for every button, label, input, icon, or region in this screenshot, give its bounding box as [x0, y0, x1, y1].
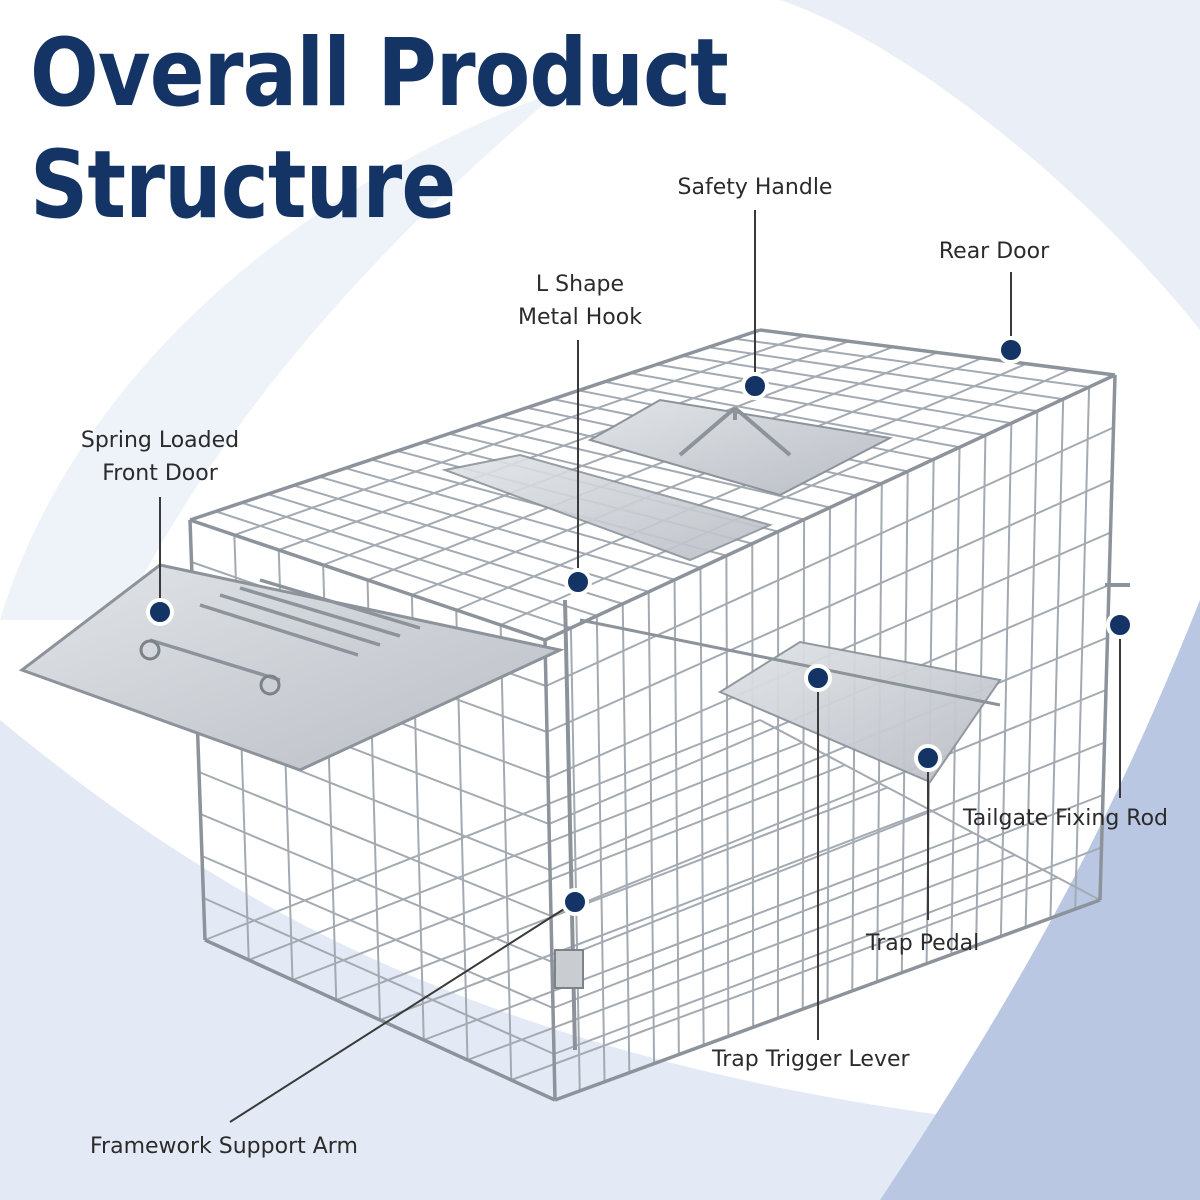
frame-edge	[189, 328, 761, 522]
floor-wire	[379, 809, 931, 1021]
front-face-wire	[201, 855, 554, 1009]
door-spring-right	[259, 674, 281, 696]
side-face-wire	[550, 689, 1107, 917]
dot-marker-icon	[564, 568, 592, 596]
side-face-wire	[549, 636, 1108, 871]
label-trap-pedal: Trap Pedal	[866, 931, 980, 956]
side-face-wire	[553, 846, 1102, 1055]
dot-marker-icon	[561, 888, 589, 916]
side-face-wire	[552, 794, 1104, 1009]
safety-handle-plate	[587, 398, 894, 497]
frame-edge	[204, 938, 556, 1102]
top-guard-plate	[441, 453, 773, 562]
dot-marker-icon	[804, 664, 832, 692]
label-l-shape-hook-line-2: Metal Hook	[518, 305, 642, 330]
label-support-arm: Framework Support Arm	[90, 1134, 358, 1159]
dot-marker-icon	[1106, 611, 1134, 639]
dot-marker-icon	[146, 598, 174, 626]
frame-edge	[544, 373, 1116, 642]
top-face-wire	[500, 368, 1072, 626]
frame-edge	[1098, 374, 1117, 901]
frame-edge	[554, 898, 1101, 1102]
front-door-rods	[149, 578, 421, 682]
top-face-wire	[455, 362, 1027, 611]
label-front-door: Spring Loaded Front Door	[81, 424, 239, 490]
side-face-wire	[545, 426, 1114, 687]
label-l-shape-hook: L Shape Metal Hook	[518, 268, 642, 334]
callout-markers	[146, 336, 1134, 916]
trap-pedal-plate	[717, 640, 1002, 784]
floor-wire	[204, 719, 761, 941]
label-safety-handle: Safety Handle	[677, 175, 833, 200]
label-rear-door: Rear Door	[938, 239, 1050, 264]
label-tailgate-rod: Tailgate Fixing Rod	[963, 806, 1169, 831]
page-title: Overall Product Structure	[30, 18, 729, 242]
label-trigger-lever: Trap Trigger Lever	[712, 1047, 910, 1072]
top-face-wire	[322, 345, 894, 566]
front-face-wire	[200, 813, 553, 963]
label-l-shape-hook-line-1: L Shape	[535, 272, 625, 297]
label-front-door-line-2: Front Door	[102, 461, 218, 486]
floor-wire	[292, 764, 846, 981]
side-face-wire	[551, 741, 1105, 963]
dot-marker-icon	[997, 336, 1025, 364]
frame-edge	[759, 328, 1116, 377]
front-face-wire	[198, 771, 552, 917]
top-face-wire	[411, 357, 983, 596]
floor-wire	[510, 876, 1058, 1081]
floor-wire	[248, 741, 803, 961]
floor-wire	[335, 786, 888, 1001]
frame-edge	[189, 518, 546, 642]
top-face-wire	[367, 351, 938, 581]
top-face-wire	[234, 334, 805, 536]
dot-marker-icon	[914, 744, 942, 772]
trigger-lever-rod	[579, 618, 1001, 707]
dot-marker-icon	[741, 372, 769, 400]
front-face-wire	[203, 897, 555, 1055]
leader-lines	[159, 210, 1121, 1123]
label-front-door-line-1: Spring Loaded	[80, 428, 240, 453]
title-line-1: Overall Product	[30, 19, 729, 128]
floor-wire	[467, 854, 1016, 1061]
floor-wire	[423, 831, 973, 1041]
safety-handle-wire	[678, 406, 792, 457]
title-line-2: Structure	[30, 131, 456, 240]
cage-wire-mesh	[189, 329, 1116, 1101]
side-face-wire	[546, 479, 1113, 733]
frame-edge	[543, 639, 557, 1101]
support-arm-latch	[554, 949, 584, 989]
door-spring-left	[139, 639, 161, 661]
front-door-panel	[18, 563, 565, 772]
